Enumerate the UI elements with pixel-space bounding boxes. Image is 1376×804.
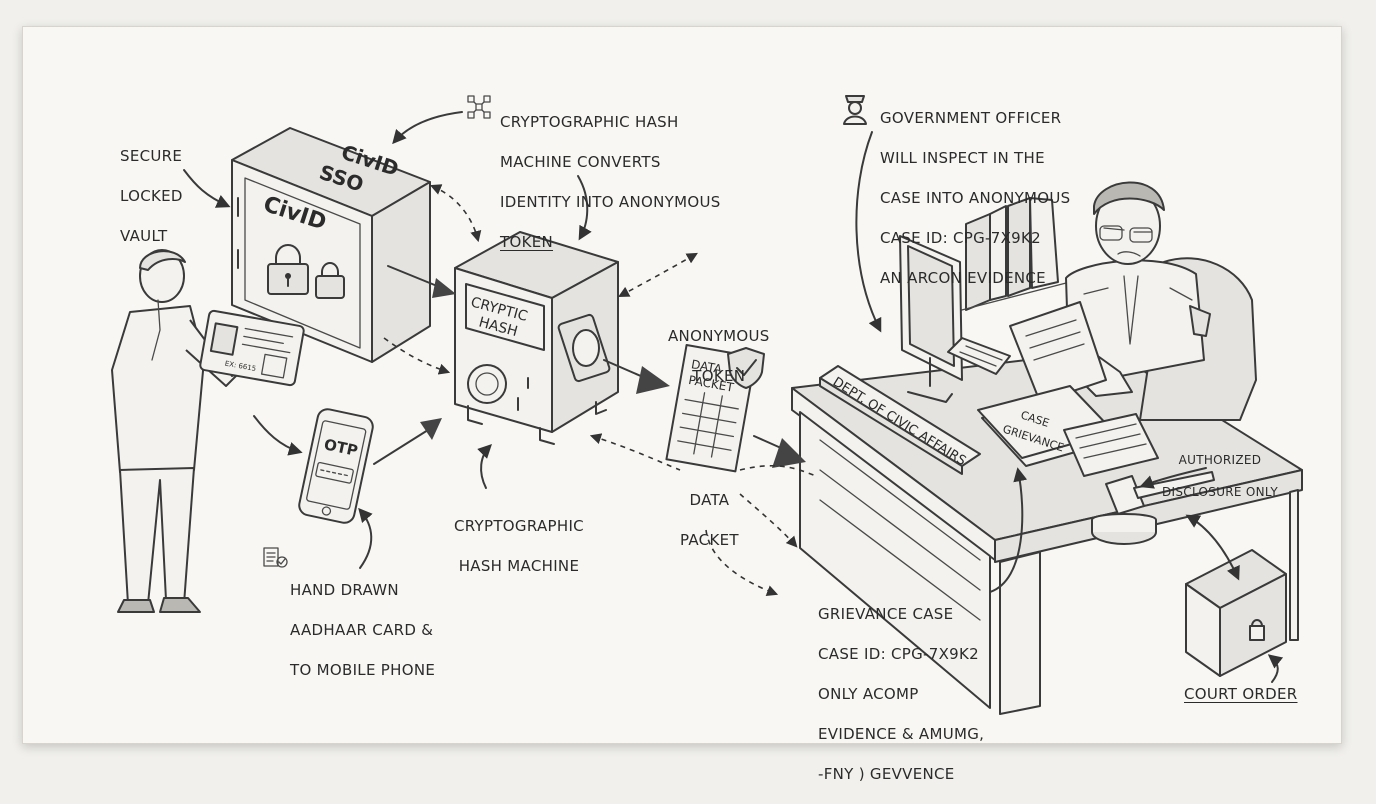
shield-check-icon [727, 347, 765, 389]
citizen-figure [111, 249, 241, 613]
checklist-icon [263, 547, 288, 568]
officer-document [1009, 301, 1107, 403]
diagram-stage: CivID SSO CivID CRYPTIC HASH [22, 26, 1342, 783]
hash-caption-bottom: CRYPTOGRAPHIC HASH MACHINE [454, 517, 584, 575]
court-order-box [1185, 549, 1287, 677]
packet-caption: DATA PACKET [680, 491, 739, 549]
padlock-small-icon [315, 262, 345, 299]
officer-figure [1059, 181, 1257, 421]
padlock-icon [267, 244, 309, 295]
case-caption: GRIEVANCE CASE CASE ID: CPG-7X9K2 ONLY A… [818, 605, 985, 783]
officer-caption: GOVERNMENT OFFICER WILL INSPECT IN THE C… [880, 109, 1071, 287]
computer-monitor [899, 235, 1011, 403]
vault: CivID SSO CivID [231, 127, 431, 363]
hash-machine: CRYPTIC HASH [454, 231, 619, 445]
packet-doc-text-1: DATA [690, 357, 724, 376]
sketch-illustration: CivID SSO CivID CRYPTIC HASH [111, 95, 1303, 715]
vault-caption: SECURE LOCKED VAULT [120, 147, 183, 245]
disclosure-caption: AUTHORIZED DISCLOSURE ONLY [1162, 453, 1278, 499]
token-caption: ANONYMOUS TOKEN [668, 327, 770, 385]
phone-caption: HAND DRAWN AADHAAR CARD & TO MOBILE PHON… [290, 581, 436, 679]
grievance-folder: GRIEVANCE CASE [977, 385, 1159, 477]
court-order-caption: COURT ORDER [1184, 685, 1298, 703]
gavel [1091, 471, 1215, 545]
network-icon [467, 95, 491, 119]
officer-icon [843, 95, 867, 125]
binders [953, 197, 1071, 313]
hash-caption-top: CRYPTOGRAPHIC HASH MACHINE CONVERTS IDEN… [500, 113, 721, 251]
aadhaar-card: EX: 6615 [199, 309, 305, 387]
flow-arrows [183, 111, 1284, 683]
mobile-phone: OTP [298, 408, 374, 524]
